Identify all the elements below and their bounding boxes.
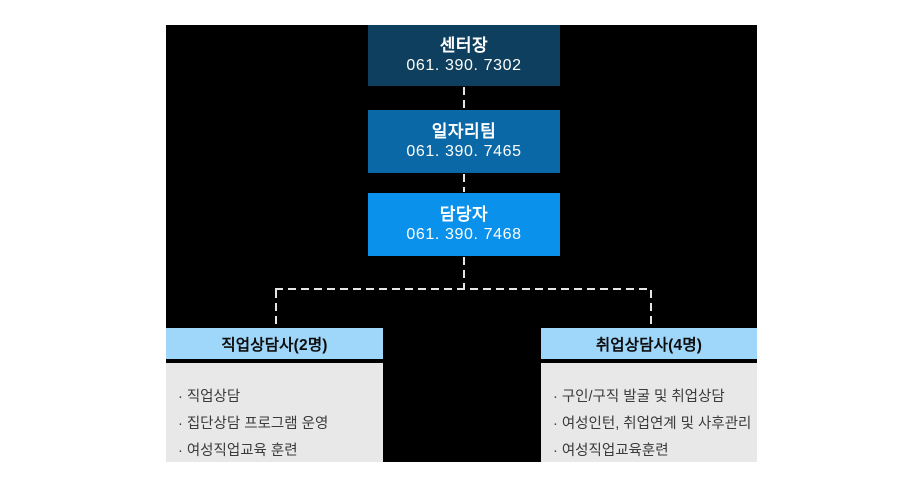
bullet-icon: ·	[178, 389, 183, 405]
branch-list-employment-counselors: · 구인/구직 발굴 및 취업상담 · 여성인턴, 취업연계 및 사후관리 · …	[541, 363, 757, 462]
branch-list-job-counselors: · 직업상담 · 집단상담 프로그램 운영 · 여성직업교육 훈련	[166, 363, 383, 462]
list-item: · 직업상담	[178, 384, 373, 411]
list-item: · 집단상담 프로그램 운영	[178, 411, 373, 438]
connector-dashed-vertical-left	[275, 290, 277, 328]
bullet-icon: ·	[553, 389, 558, 405]
node-phone: 061. 390. 7465	[406, 143, 522, 160]
branch-header-label: 취업상담사(4명)	[595, 336, 703, 354]
connector-dashed-vertical-right	[650, 290, 652, 328]
branch-header-job-counselors: 직업상담사(2명)	[166, 328, 383, 359]
connector-dashed-vertical	[463, 174, 465, 192]
list-item-label: 여성직업교육훈련	[561, 443, 669, 459]
node-title: 일자리팀	[431, 122, 497, 141]
list-item-label: 집단상담 프로그램 운영	[186, 416, 329, 432]
list-item: · 여성직업교육 훈련	[178, 438, 373, 465]
list-item: · 여성인턴, 취업연계 및 사후관리	[553, 411, 751, 438]
bullet-icon: ·	[553, 443, 558, 459]
connector-dashed-horizontal	[275, 288, 652, 290]
branch-header-employment-counselors: 취업상담사(4명)	[541, 328, 757, 359]
list-item-label: 여성직업교육 훈련	[186, 443, 298, 459]
node-title: 담당자	[439, 205, 489, 224]
node-title: 센터장	[439, 36, 489, 55]
node-center-director: 센터장 061. 390. 7302	[368, 25, 560, 86]
node-phone: 061. 390. 7468	[406, 226, 522, 243]
list-item-label: 직업상담	[186, 389, 241, 405]
node-manager: 담당자 061. 390. 7468	[368, 193, 560, 256]
connector-dashed-vertical	[463, 87, 465, 109]
list-item: · 여성직업교육훈련	[553, 438, 747, 465]
connector-dashed-vertical	[463, 257, 465, 288]
branch-header-label: 직업상담사(2명)	[221, 336, 328, 354]
list-item-label: 여성인턴, 취업연계 및 사후관리	[561, 416, 752, 432]
bullet-icon: ·	[178, 416, 183, 432]
node-phone: 061. 390. 7302	[406, 57, 522, 74]
bullet-icon: ·	[553, 416, 558, 432]
node-jobs-team: 일자리팀 061. 390. 7465	[368, 110, 560, 173]
list-item-label: 구인/구직 발굴 및 취업상담	[561, 389, 725, 405]
list-item: · 구인/구직 발굴 및 취업상담	[553, 384, 747, 411]
bullet-icon: ·	[178, 443, 183, 459]
